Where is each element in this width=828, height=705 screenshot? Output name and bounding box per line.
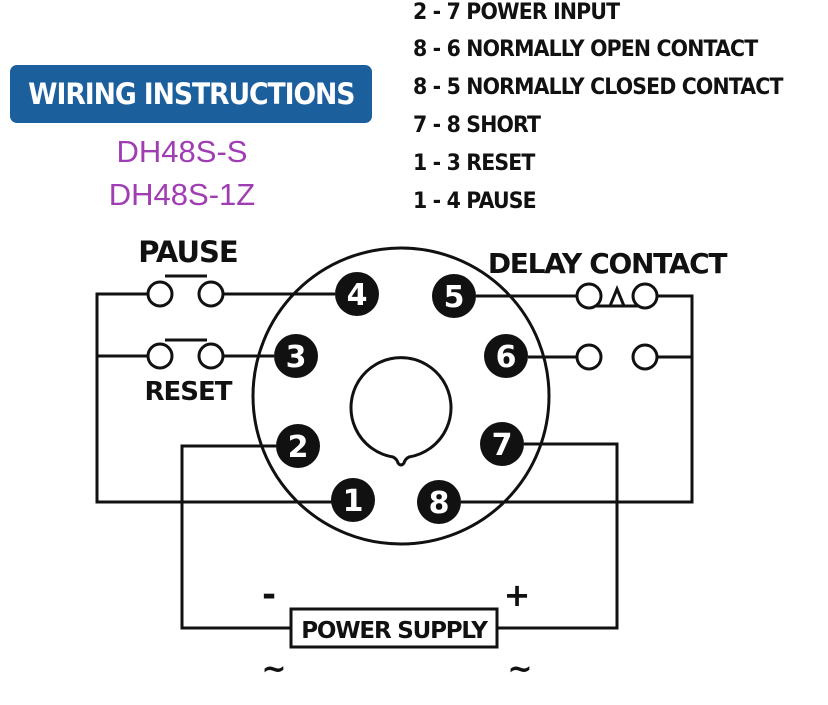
pin-2-label: 2 (288, 430, 309, 465)
legend-item: 1 - 3 RESET (413, 151, 535, 176)
pin-1-label: 1 (343, 484, 364, 519)
power-supply-box (289, 607, 499, 649)
model-name: DH48S-1Z (108, 177, 256, 212)
pin-1 (331, 478, 375, 522)
delay-triangle-icon (607, 285, 627, 308)
plus-sign: + (504, 576, 531, 614)
legend-item: 1 - 4 PAUSE (413, 189, 537, 214)
no-contact-terminal (575, 343, 603, 371)
pin-3 (274, 334, 318, 378)
pin-4-label: 4 (347, 278, 368, 313)
pin-8-label: 8 (429, 486, 450, 521)
reset-switch-terminal (197, 342, 225, 370)
banner-title: WIRING INSTRUCTIONS (27, 77, 355, 111)
legend-item: 8 - 6 NORMALLY OPEN CONTACT (413, 37, 758, 62)
pause-switch-terminal (146, 280, 174, 308)
wire-pin1-bus (95, 292, 335, 504)
legend-item: 8 - 5 NORMALLY CLOSED CONTACT (413, 75, 783, 100)
wire-pin7-power-plus (497, 442, 619, 630)
nc-contact-terminal (631, 282, 659, 310)
pin-4 (335, 272, 379, 316)
minus-sign: - (262, 575, 276, 615)
reset-switch-terminal (146, 342, 174, 370)
pause-switch-terminal (197, 280, 225, 308)
ac-left-symbol: ~ (261, 652, 286, 687)
pin-7-label: 7 (492, 428, 513, 463)
wire-pin8-bus (461, 294, 694, 504)
pin-3-label: 3 (286, 340, 307, 375)
pin-2 (276, 424, 320, 468)
socket-outline (251, 246, 551, 546)
socket-key-hole (349, 356, 453, 467)
pin-6-label: 6 (496, 340, 517, 375)
pin-6 (484, 334, 528, 378)
pin-5 (432, 274, 476, 318)
nc-contact-terminal (575, 282, 603, 310)
power-supply-label: POWER SUPPLY (301, 618, 488, 644)
legend-item: 7 - 8 SHORT (413, 113, 541, 138)
delay-contact-label: DELAY CONTACT (488, 247, 728, 280)
wire-pin2-power-minus (180, 444, 291, 630)
reset-label: RESET (144, 377, 232, 407)
no-contact-terminal (631, 343, 659, 371)
legend-item: 2 - 7 POWER INPUT (413, 0, 620, 25)
model-name: DH48S-S (116, 134, 248, 169)
ac-right-symbol: ~ (507, 652, 532, 687)
pin-7 (480, 422, 524, 466)
wiring-instructions-banner: WIRING INSTRUCTIONS (10, 65, 372, 123)
pause-label: PAUSE (138, 235, 237, 269)
socket-pins: 1 2 3 4 5 6 7 8 (274, 272, 528, 524)
pin-5-label: 5 (444, 280, 465, 315)
pin-8 (417, 480, 461, 524)
